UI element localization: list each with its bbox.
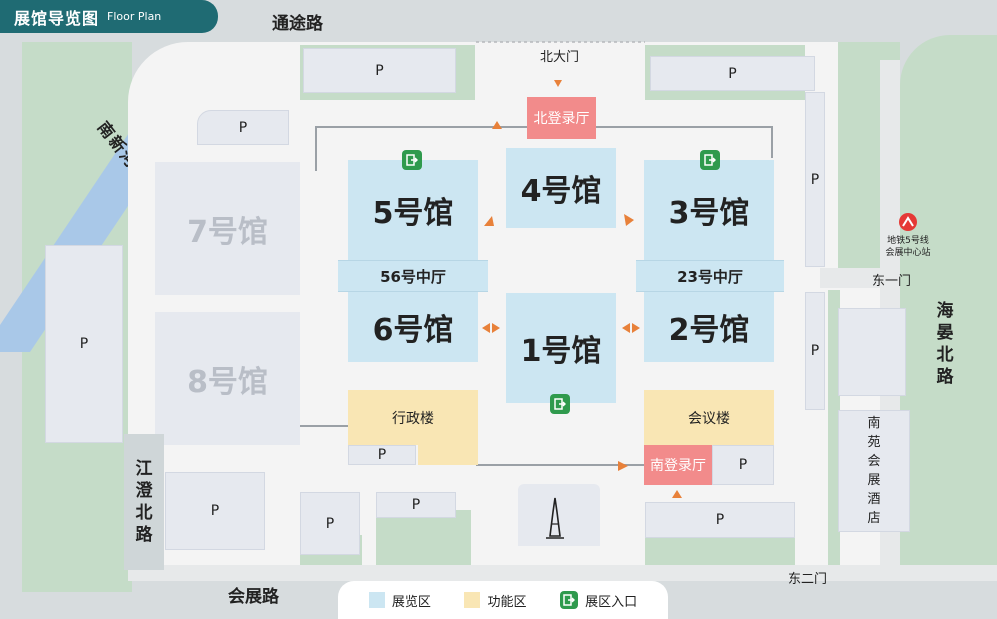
hall-3: 3号馆 <box>644 160 774 260</box>
hall-6: 6号馆 <box>348 292 478 362</box>
parking-lot: P <box>376 492 456 518</box>
west-road-char: 路 <box>135 525 153 545</box>
conference-building: 会议楼 <box>644 390 774 445</box>
arrow-hall4-3 <box>624 214 634 226</box>
road-north-label: 通途路 <box>272 14 323 34</box>
admin-annex <box>418 445 478 465</box>
metro-icon <box>899 213 917 231</box>
metro-line: 地铁5号线 <box>887 236 929 246</box>
parking-lot: P <box>45 245 123 443</box>
admin-building: 行政楼 <box>348 390 478 445</box>
south-connector-line <box>476 464 644 466</box>
legend-exhibit-label: 展览区 <box>391 594 431 610</box>
header-title: 展馆导览图 <box>14 8 100 28</box>
north-lobby: 北登录厅 <box>527 97 596 139</box>
header-subtitle: Floor Plan <box>107 10 162 23</box>
hotel-char: 店 <box>867 511 881 526</box>
green-patch-e <box>828 290 840 565</box>
arrow-hall5-4-a <box>484 216 494 226</box>
arrow-north-lobby <box>554 80 562 87</box>
arrow-hall1-2-a <box>622 323 630 333</box>
legend-exhibit: 展览区 <box>368 591 431 610</box>
parking-lot: P <box>303 48 456 93</box>
hotel-char: 南 <box>867 416 881 431</box>
north-connector-right <box>771 126 773 158</box>
north-gate-label: 北大门 <box>540 50 580 65</box>
metro-station-label: 地铁5号线 会展中心站 <box>878 235 938 259</box>
east-road-label: 海 晏 北 路 <box>928 300 962 388</box>
west-road-char: 北 <box>135 503 153 523</box>
hotel-char: 展 <box>867 473 881 488</box>
arrow-hall1-2-b <box>632 323 640 333</box>
green-patch-s1 <box>376 510 471 565</box>
parking-lot: P <box>650 56 815 91</box>
parking-lot: P <box>165 472 265 550</box>
arrow-north-line <box>492 121 502 129</box>
east1-gate-label: 东一门 <box>872 274 912 289</box>
parking-lot: P <box>348 445 416 465</box>
legend-entry: 展区入口 <box>560 591 637 610</box>
hotel-char: 酒 <box>867 492 881 507</box>
south-lobby: 南登录厅 <box>644 445 712 485</box>
west-road-char: 江 <box>135 459 153 479</box>
south-road <box>128 565 997 581</box>
header-banner: 展馆导览图 Floor Plan <box>0 0 218 33</box>
east-road-char: 路 <box>936 367 954 387</box>
legend: 展览区 功能区 展区入口 <box>338 581 668 619</box>
parking-lot: P <box>712 445 774 485</box>
legend-function-swatch <box>464 592 481 608</box>
east-road-char: 海 <box>936 301 954 321</box>
entry-icon <box>550 394 570 414</box>
hall-2: 2号馆 <box>644 292 774 362</box>
hall-1: 1号馆 <box>506 293 616 403</box>
hall-5: 5号馆 <box>348 160 478 260</box>
hall-56-atrium: 56号中厅 <box>338 260 488 292</box>
legend-exhibit-swatch <box>368 592 385 608</box>
metro-station: 会展中心站 <box>885 248 931 258</box>
east2-gate-label: 东二门 <box>788 572 828 587</box>
arrow-south-lobby <box>672 490 682 498</box>
parking-lot: P <box>645 502 795 538</box>
hall-4: 4号馆 <box>506 148 616 228</box>
east1-road <box>820 268 900 288</box>
admin-connector-line <box>300 425 348 427</box>
hotel-char: 苑 <box>867 435 881 450</box>
hall-8: 8号馆 <box>155 312 300 445</box>
legend-entry-label: 展区入口 <box>585 594 638 610</box>
legend-entry-icon <box>560 591 579 609</box>
hall-7: 7号馆 <box>155 162 300 295</box>
hotel-building: 南 苑 会 展 酒 店 <box>838 410 910 532</box>
tower-icon <box>546 497 564 539</box>
hall-23-atrium: 23号中厅 <box>636 260 784 292</box>
arrow-hall6-1-b <box>492 323 500 333</box>
hotel-char: 会 <box>867 454 881 469</box>
legend-function-label: 功能区 <box>487 594 527 610</box>
entry-icon <box>402 150 422 170</box>
west-road-char: 澄 <box>135 481 153 501</box>
legend-function: 功能区 <box>464 591 526 610</box>
entry-icon <box>700 150 720 170</box>
parking-lot: P <box>805 92 825 267</box>
hotel-top-block <box>838 308 906 396</box>
road-south-label: 会展路 <box>228 587 279 607</box>
parking-lot: P <box>805 292 825 410</box>
parking-lot: P <box>300 492 360 555</box>
arrow-hall6-1-a <box>482 323 490 333</box>
arrow-south-line <box>618 461 628 471</box>
east-road-char: 晏 <box>936 323 954 343</box>
west-road-label: 江 澄 北 路 <box>124 434 164 570</box>
parking-lot: P <box>197 110 289 145</box>
north-connector-left <box>315 126 317 171</box>
east-road-char: 北 <box>936 345 954 365</box>
east-green-area <box>900 35 997 570</box>
